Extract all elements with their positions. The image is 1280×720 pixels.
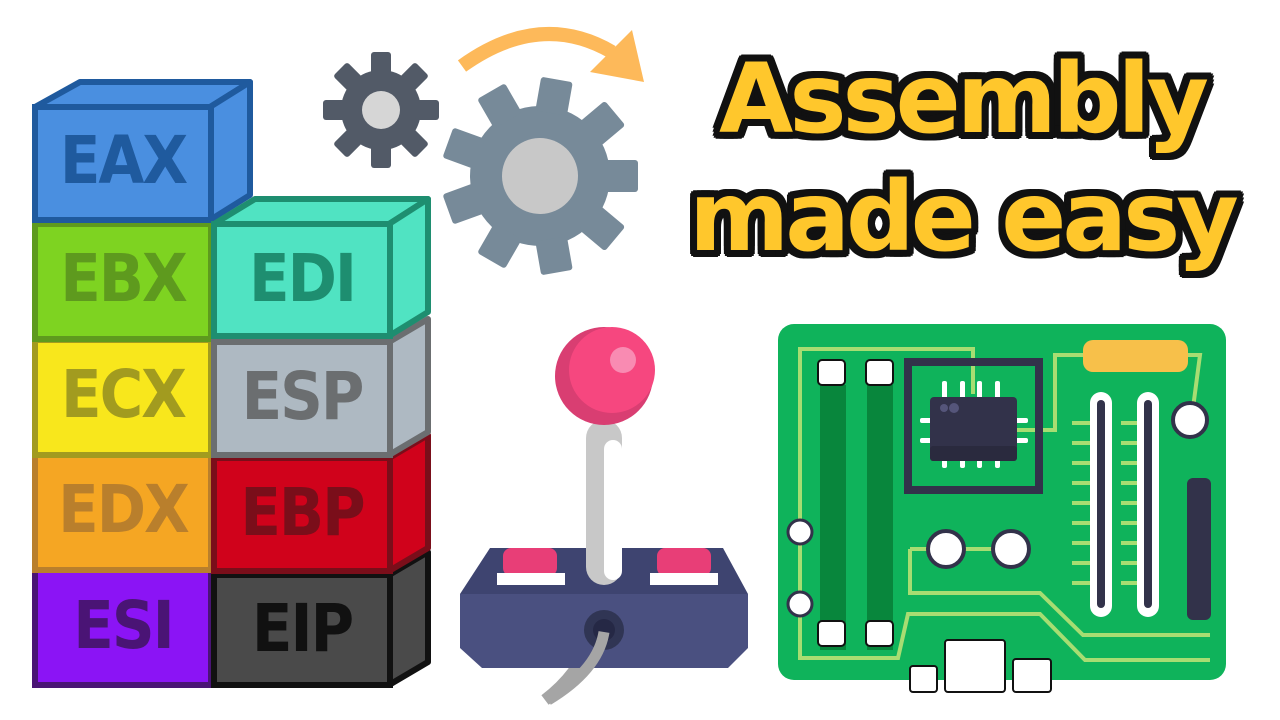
register-label-esp: ESP (241, 358, 365, 435)
large-gear-icon (425, 62, 655, 290)
register-block-esp (211, 316, 431, 458)
register-label-ebx: EBX (60, 240, 188, 317)
register-block-edx (32, 452, 214, 573)
register-label-edi: EDI (249, 240, 357, 317)
register-block-edi (211, 196, 431, 339)
register-label-ebp: EBP (240, 474, 365, 551)
register-block-eip (211, 549, 431, 688)
small-gear-icon (323, 52, 439, 168)
headline-line-1: Assembly (719, 43, 1209, 155)
register-block-ebp (211, 432, 431, 574)
register-label-eip: EIP (251, 590, 354, 667)
register-block-esi (32, 567, 214, 688)
curved-arrow-icon (457, 27, 644, 82)
headline-title: Assembly made easy (672, 40, 1252, 276)
register-label-ecx: ECX (61, 356, 187, 433)
register-label-esi: ESI (73, 587, 174, 664)
register-block-eax (32, 79, 253, 223)
register-label-edx: EDX (58, 471, 190, 548)
register-label-eax: EAX (59, 122, 188, 199)
headline-line-2: made easy (689, 161, 1239, 273)
